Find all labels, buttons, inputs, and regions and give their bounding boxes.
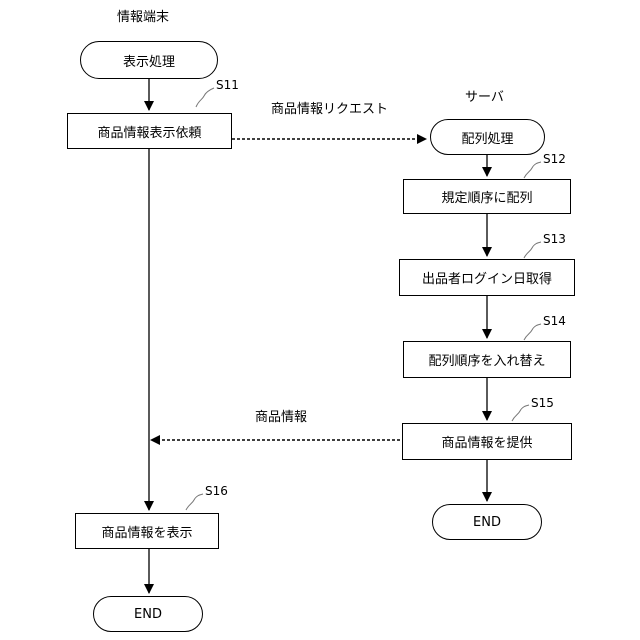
response-message-label: 商品情報 <box>255 411 307 424</box>
s15-tilde <box>512 405 529 421</box>
client-start-terminal: 表示処理 <box>80 41 218 79</box>
server-end-terminal: END <box>432 504 542 540</box>
server-lane-title: サーバ <box>465 91 504 104</box>
s12-tilde <box>524 162 541 178</box>
s14-tilde <box>524 324 541 340</box>
display-product-info-step: 商品情報を表示 <box>75 513 219 549</box>
step-label-s11: S11 <box>216 79 239 91</box>
client-lane-title: 情報端末 <box>117 11 169 24</box>
s11-tilde <box>196 88 214 107</box>
step-label-s14: S14 <box>543 315 566 327</box>
request-message-label: 商品情報リクエスト <box>271 103 388 116</box>
s14-reorder-step: 配列順序を入れ替え <box>403 341 571 378</box>
s13-login-date-step: 出品者ログイン日取得 <box>399 259 575 296</box>
s16-tilde <box>186 494 203 510</box>
step-label-s15: S15 <box>531 397 554 409</box>
server-start-terminal: 配列処理 <box>430 119 545 155</box>
request-display-step: 商品情報表示依頼 <box>67 113 232 149</box>
step-label-s12: S12 <box>543 153 566 165</box>
s13-tilde <box>524 242 541 258</box>
step-label-s16: S16 <box>205 485 228 497</box>
s12-arrange-step: 規定順序に配列 <box>403 179 571 214</box>
step-label-s13: S13 <box>543 233 566 245</box>
client-end-terminal: END <box>93 596 203 632</box>
s15-provide-step: 商品情報を提供 <box>402 423 572 460</box>
